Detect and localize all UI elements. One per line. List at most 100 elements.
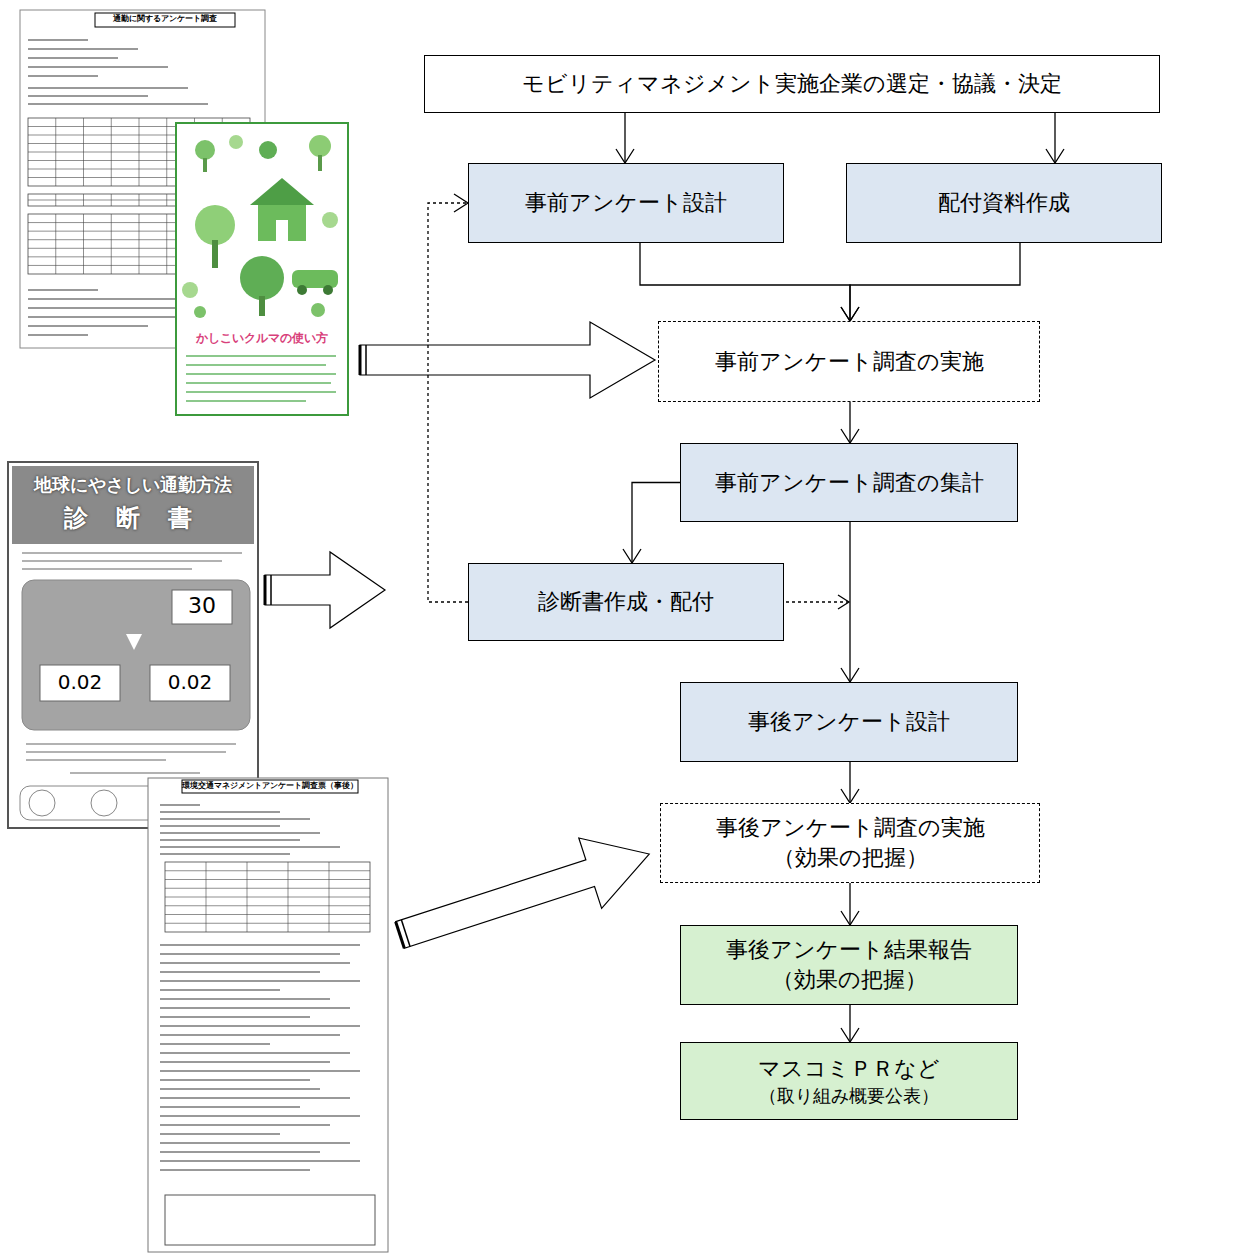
text-stroke	[28, 289, 98, 291]
thumbnail-text: 通勤に関するアンケート調査	[96, 14, 234, 24]
arrow-head	[841, 307, 859, 321]
leaflet-illustration	[182, 135, 338, 318]
down-arrow	[126, 634, 142, 650]
table-grid	[165, 888, 370, 889]
table-grid	[165, 923, 370, 924]
text-stroke	[70, 772, 200, 774]
text-stroke	[160, 1169, 310, 1171]
leaflet-text-lines	[186, 356, 336, 401]
text-stroke	[160, 1052, 350, 1054]
connector-line	[849, 1005, 850, 1042]
table-grid	[165, 879, 370, 880]
box-text: 配付資料作成	[938, 188, 1070, 218]
tree-icon	[203, 158, 207, 172]
text-stroke	[28, 325, 148, 327]
process-box: マスコミＰＲなど（取り組み概要公表）	[680, 1042, 1018, 1120]
text-stroke	[28, 298, 198, 300]
text-stroke	[160, 846, 340, 848]
text-stroke	[28, 95, 148, 97]
arrow-tail-mark	[359, 345, 362, 375]
card-result-panel	[22, 580, 250, 730]
tree-icon	[240, 256, 284, 300]
arrow-tail-mark	[401, 920, 410, 947]
text-stroke	[160, 853, 290, 855]
table-grid	[165, 914, 370, 915]
arrow-head	[841, 1028, 859, 1042]
thumbnail-text: かしこいクルマの使い方	[180, 331, 344, 345]
car-wheel	[297, 285, 307, 295]
arrow-head	[841, 668, 859, 682]
flow-connector	[841, 522, 859, 682]
text-stroke	[28, 87, 188, 89]
text-stroke	[160, 1070, 360, 1072]
thumbnail-text: 0.02	[150, 670, 230, 694]
text-stroke	[160, 1124, 330, 1126]
thumbnail-text: 0.02	[40, 670, 120, 694]
leaf-icon	[229, 135, 243, 149]
arrow-head	[454, 194, 468, 212]
leaf-icon	[259, 141, 277, 159]
text-stroke	[160, 953, 340, 955]
box-subtext: （効果の把握）	[772, 965, 927, 995]
sheet-title-frame	[182, 780, 358, 793]
box-text: モビリティマネジメント実施企業の選定・協議・決定	[522, 69, 1062, 99]
hollow-arrow	[265, 552, 385, 628]
flow-connector	[841, 1005, 859, 1042]
arrow-tail-mark	[270, 575, 272, 605]
text-stroke	[28, 66, 168, 68]
flow-connector	[616, 113, 634, 163]
thumbnail-text: 地球にやさしい通勤方法	[12, 474, 254, 496]
flow-connector	[623, 483, 680, 564]
house-door	[276, 220, 288, 241]
car-icon	[292, 270, 338, 288]
house-icon	[258, 205, 306, 241]
text-stroke	[28, 39, 88, 41]
connector-line	[624, 113, 625, 163]
process-box: 事前アンケート調査の実施	[658, 321, 1040, 402]
text-stroke	[160, 1133, 280, 1135]
text-stroke	[22, 552, 242, 554]
process-box: 配付資料作成	[846, 163, 1162, 243]
text-stroke	[26, 759, 166, 761]
comment-box	[165, 1195, 375, 1245]
text-stroke	[160, 1034, 340, 1036]
leaf-icon	[182, 282, 198, 298]
route-circle	[29, 790, 55, 816]
arrow-head	[838, 595, 849, 609]
text-stroke	[28, 307, 198, 309]
text-stroke	[186, 373, 336, 375]
process-box: 診断書作成・配付	[468, 563, 784, 641]
flow-connector	[1046, 113, 1064, 163]
value-box	[150, 665, 230, 701]
leaf-icon	[311, 303, 325, 317]
connector-line	[428, 203, 468, 602]
text-stroke	[26, 743, 236, 745]
box-text: 事後アンケート設計	[748, 707, 950, 737]
process-box: 事前アンケート設計	[468, 163, 784, 243]
arrow-head	[616, 149, 634, 163]
table-grid	[83, 214, 84, 274]
box-text: 事前アンケート設計	[525, 188, 727, 218]
text-stroke	[160, 998, 330, 1000]
value-box	[172, 590, 232, 624]
tree-icon	[195, 140, 215, 160]
text-stroke	[160, 811, 280, 813]
process-box: 事後アンケート設計	[680, 682, 1018, 762]
text-stroke	[160, 1016, 310, 1018]
thumbnail-text: 30	[172, 593, 232, 619]
diagnosis-card	[8, 462, 258, 828]
leaf-icon	[322, 212, 338, 228]
text-stroke	[160, 832, 320, 834]
connector-line	[849, 522, 850, 682]
text-stroke	[160, 1088, 320, 1090]
connector-line	[849, 762, 850, 803]
leaflet	[176, 123, 348, 415]
text-stroke	[160, 1007, 350, 1009]
flow-connector	[841, 762, 859, 803]
text-stroke	[28, 48, 138, 50]
flow-connector	[841, 243, 1020, 321]
text-stroke	[160, 825, 280, 827]
text-stroke	[160, 1043, 270, 1045]
box-text: 事後アンケート結果報告	[726, 935, 972, 965]
